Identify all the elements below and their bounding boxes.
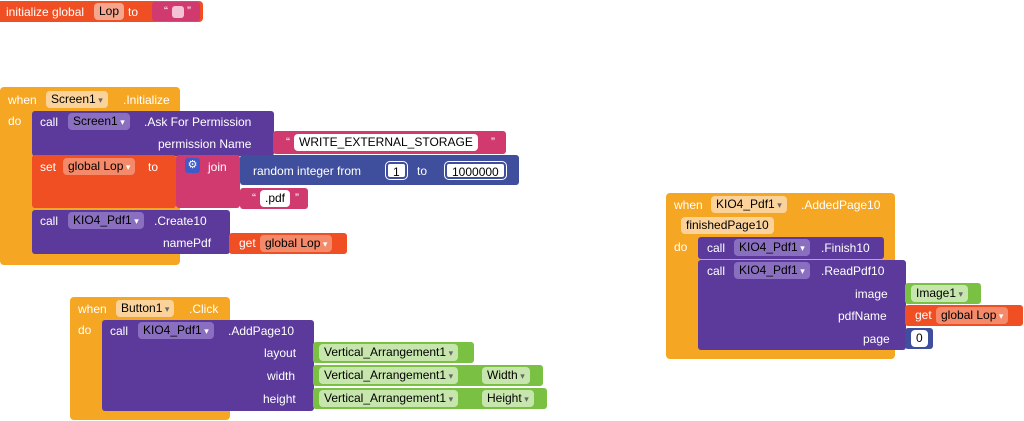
event-name: .AddedPage10 [801, 198, 881, 212]
width-getter-block[interactable]: Vertical_Arrangement1 Width [313, 365, 543, 386]
event-parameter[interactable]: finishedPage10 [681, 217, 774, 234]
to-label: to [128, 5, 139, 19]
permission-name-label: permission Name [158, 137, 252, 151]
gear-icon[interactable]: ⚙ [185, 158, 200, 173]
method-name: .Ask For Permission [144, 115, 252, 129]
global-variable-name[interactable]: Lop [94, 3, 125, 20]
call-label: call [707, 264, 726, 278]
readpdf10-block[interactable]: call KIO4_Pdf1 .ReadPdf10 image pdfName … [698, 260, 906, 350]
method-name: .Finish10 [821, 241, 870, 255]
get-label: get [915, 308, 932, 322]
page-label: page [863, 332, 890, 346]
close-quote-icon: ” [187, 4, 191, 18]
set-to-label: to [148, 160, 159, 174]
get-variable-block[interactable]: get global Lop [905, 305, 1023, 326]
random-from-value[interactable]: 1 [386, 162, 407, 179]
random-integer-block[interactable]: random integer from 1 to 1000000 [240, 155, 519, 185]
set-variable-dropdown[interactable]: global Lop [63, 158, 136, 175]
when-label: when [8, 93, 37, 107]
kio4-event-dropdown[interactable]: KIO4_Pdf1 [711, 196, 787, 213]
initialize-global-block[interactable]: initialize global Lop to “ ” [0, 1, 203, 22]
call-label: call [707, 241, 726, 255]
button1-dropdown[interactable]: Button1 [116, 300, 175, 317]
do-label: do [78, 323, 92, 337]
do-label: do [674, 240, 688, 254]
kio4-component-dropdown[interactable]: KIO4_Pdf1 [138, 322, 214, 339]
addpage10-block[interactable]: call KIO4_Pdf1 .AddPage10 layout width h… [102, 320, 314, 411]
get-variable-block[interactable]: get global Lop [229, 233, 347, 254]
open-quote-icon: “ [164, 4, 168, 18]
open-quote-icon: “ [286, 135, 290, 149]
set-variable-block[interactable]: set global Lop to [32, 155, 176, 208]
random-to-value[interactable]: 1000000 [445, 162, 506, 179]
pdf-suffix-field[interactable]: .pdf [260, 190, 291, 207]
initialize-global-label: initialize global [6, 5, 85, 19]
pdfname-label: pdfName [838, 309, 887, 323]
layout-component-block[interactable]: Vertical_Arrangement1 [313, 342, 474, 363]
close-quote-icon: ” [491, 135, 495, 149]
namepdf-label: namePdf [163, 236, 212, 250]
height-property-dropdown[interactable]: Height [482, 390, 534, 407]
height-label: height [263, 392, 296, 406]
layout-component-dropdown[interactable]: Vertical_Arrangement1 [319, 344, 459, 361]
permission-string-block[interactable]: “ WRITE_EXTERNAL_STORAGE ” [273, 131, 506, 154]
method-name: .ReadPdf10 [821, 264, 885, 278]
height-getter-block[interactable]: Vertical_Arrangement1 Height [313, 388, 547, 409]
empty-string-block[interactable]: “ ” [152, 2, 200, 21]
call-label: call [110, 324, 129, 338]
get-variable-dropdown[interactable]: global Lop [936, 307, 1009, 324]
layout-label: layout [264, 346, 297, 360]
screen1-component-dropdown[interactable]: Screen1 [68, 113, 130, 130]
width-component-dropdown[interactable]: Vertical_Arrangement1 [319, 367, 459, 384]
when-label: when [674, 198, 703, 212]
method-name: .Create10 [154, 214, 207, 228]
call-label: call [40, 115, 59, 129]
string-value-field[interactable] [172, 6, 184, 18]
open-quote-icon: “ [252, 191, 256, 205]
image-component-block[interactable]: Image1 [905, 283, 981, 304]
create10-block[interactable]: call KIO4_Pdf1 .Create10 namePdf [32, 210, 230, 254]
event-name: .Click [189, 302, 219, 316]
random-integer-label: random integer from [253, 164, 362, 178]
random-to-label: to [417, 164, 428, 178]
close-quote-icon: ” [295, 191, 299, 205]
image-component-dropdown[interactable]: Image1 [911, 285, 969, 302]
event-name: .Initialize [123, 93, 170, 107]
set-label: set [40, 160, 57, 174]
when-label: when [78, 302, 107, 316]
join-block[interactable]: ⚙ join [176, 155, 240, 208]
call-label: call [40, 214, 59, 228]
get-variable-dropdown[interactable]: global Lop [260, 235, 333, 252]
join-label: join [208, 160, 227, 174]
width-property-dropdown[interactable]: Width [482, 367, 530, 384]
get-label: get [239, 236, 256, 250]
kio4-component-dropdown[interactable]: KIO4_Pdf1 [68, 212, 144, 229]
pdf-suffix-string-block[interactable]: “ .pdf ” [240, 188, 308, 209]
screen1-dropdown[interactable]: Screen1 [46, 91, 108, 108]
kio4-component-dropdown[interactable]: KIO4_Pdf1 [734, 262, 810, 279]
image-label: image [855, 287, 888, 301]
ask-permission-block[interactable]: call Screen1 .Ask For Permission permiss… [32, 111, 274, 156]
do-label: do [8, 114, 22, 128]
page-number-field[interactable]: 0 [911, 330, 928, 347]
kio4-component-dropdown[interactable]: KIO4_Pdf1 [734, 239, 810, 256]
finish10-block[interactable]: call KIO4_Pdf1 .Finish10 [698, 237, 884, 259]
height-component-dropdown[interactable]: Vertical_Arrangement1 [319, 390, 459, 407]
method-name: .AddPage10 [228, 324, 295, 338]
permission-value-field[interactable]: WRITE_EXTERNAL_STORAGE [294, 134, 478, 151]
page-number-block[interactable]: 0 [905, 328, 933, 349]
width-label: width [267, 369, 296, 383]
